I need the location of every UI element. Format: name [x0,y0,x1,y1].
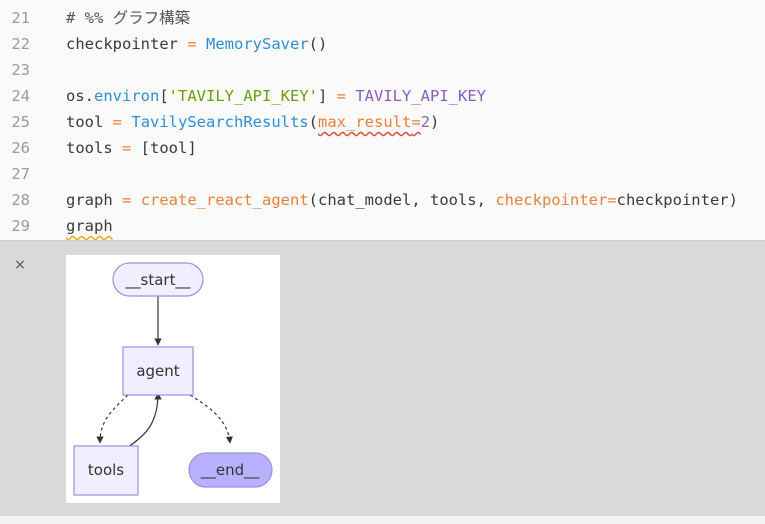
code-line[interactable]: 24 os.environ['TAVILY_API_KEY'] = TAVILY_… [0,83,765,109]
code-token: environ [94,87,160,105]
line-number: 28 [11,191,30,209]
code-token: = [187,35,197,53]
node-end: __end__ [188,452,273,488]
code-token: # %% グラフ構築 [66,9,191,27]
code-token: max_result [318,113,412,131]
code-token: os. [66,87,94,105]
code-line[interactable]: 29 graph [0,213,765,239]
line-number: 25 [11,113,30,131]
line-number: 22 [11,35,30,53]
code-token: = [112,113,123,131]
node-end-label: __end__ [200,461,260,480]
code-token: tool [66,113,113,131]
code-line[interactable]: 23 [0,57,765,83]
node-tools-label: tools [88,461,124,479]
line-number: 21 [11,9,30,27]
code-token: = [122,191,132,209]
code-text[interactable]: os.environ['TAVILY_API_KEY'] = TAVILY_AP… [66,83,486,109]
line-number: 29 [11,217,30,235]
graph-diagram: __start__ agent tools __end__ [73,262,273,496]
line-number: 24 [11,87,30,105]
node-start-label: __start__ [125,271,191,290]
edge-tools-agent [127,392,162,448]
code-text[interactable]: graph [66,213,113,239]
node-start: __start__ [112,262,204,297]
code-token [122,113,131,131]
cell-output: × __start__ agent [0,240,765,517]
code-token [346,87,355,105]
code-line[interactable]: 21 # %% グラフ構築 [0,5,765,31]
code-token: = [122,139,132,157]
code-line[interactable]: 26 tools = [tool] [0,135,765,161]
code-token: ) [430,113,440,131]
code-token: TAVILY_API_KEY [355,87,486,105]
code-token: checkpointer) [616,191,738,209]
code-line[interactable]: 22 checkpointer = MemorySaver() [0,31,765,57]
code-token: checkpointer [66,35,188,53]
close-output-icon[interactable]: × [14,257,26,273]
code-token: (chat_model, tools, [308,191,496,209]
code-token: 2 [420,113,431,131]
code-token: graph [66,191,122,209]
code-token: ( [308,113,319,131]
node-agent-label: agent [136,362,179,380]
code-line[interactable]: 27 [0,161,765,187]
bottom-strip [0,516,765,524]
edge-agent-end [189,394,233,444]
code-token: = [607,191,617,209]
code-text[interactable]: tool = TavilySearchResults(max_result=2) [66,109,439,135]
code-text[interactable]: checkpointer = MemorySaver() [66,31,327,57]
code-editor[interactable]: 21 # %% グラフ構築 22 checkpointer = MemorySaver… [0,0,765,240]
code-token: [tool] [131,139,197,157]
code-token: ] [317,87,337,105]
code-token: create_react_agent [140,191,309,209]
code-token: [ [159,87,169,105]
code-line[interactable]: 28 graph = create_react_agent(chat_model,… [0,187,765,213]
code-token: 'TAVILY_API_KEY' [168,87,318,105]
code-token: TavilySearchResults [131,113,309,131]
line-number: 26 [11,139,30,157]
line-number: 27 [11,165,30,183]
code-token: = [411,113,421,131]
code-token: checkpointer [495,191,608,209]
code-token: graph [66,217,113,235]
line-number: 23 [11,61,30,79]
graph-image: __start__ agent tools __end__ [66,255,280,503]
code-token: tools [66,139,122,157]
code-token [197,35,206,53]
code-token: MemorySaver [206,35,309,53]
code-token: () [308,35,328,53]
code-token: = [336,87,346,105]
edge-agent-tools [96,394,129,444]
code-text[interactable]: graph = create_react_agent(chat_model, t… [66,187,738,213]
node-tools: tools [73,445,139,496]
node-agent: agent [122,346,194,396]
code-token [131,191,140,209]
code-text[interactable]: tools = [tool] [66,135,197,161]
code-text[interactable]: # %% グラフ構築 [66,5,190,31]
